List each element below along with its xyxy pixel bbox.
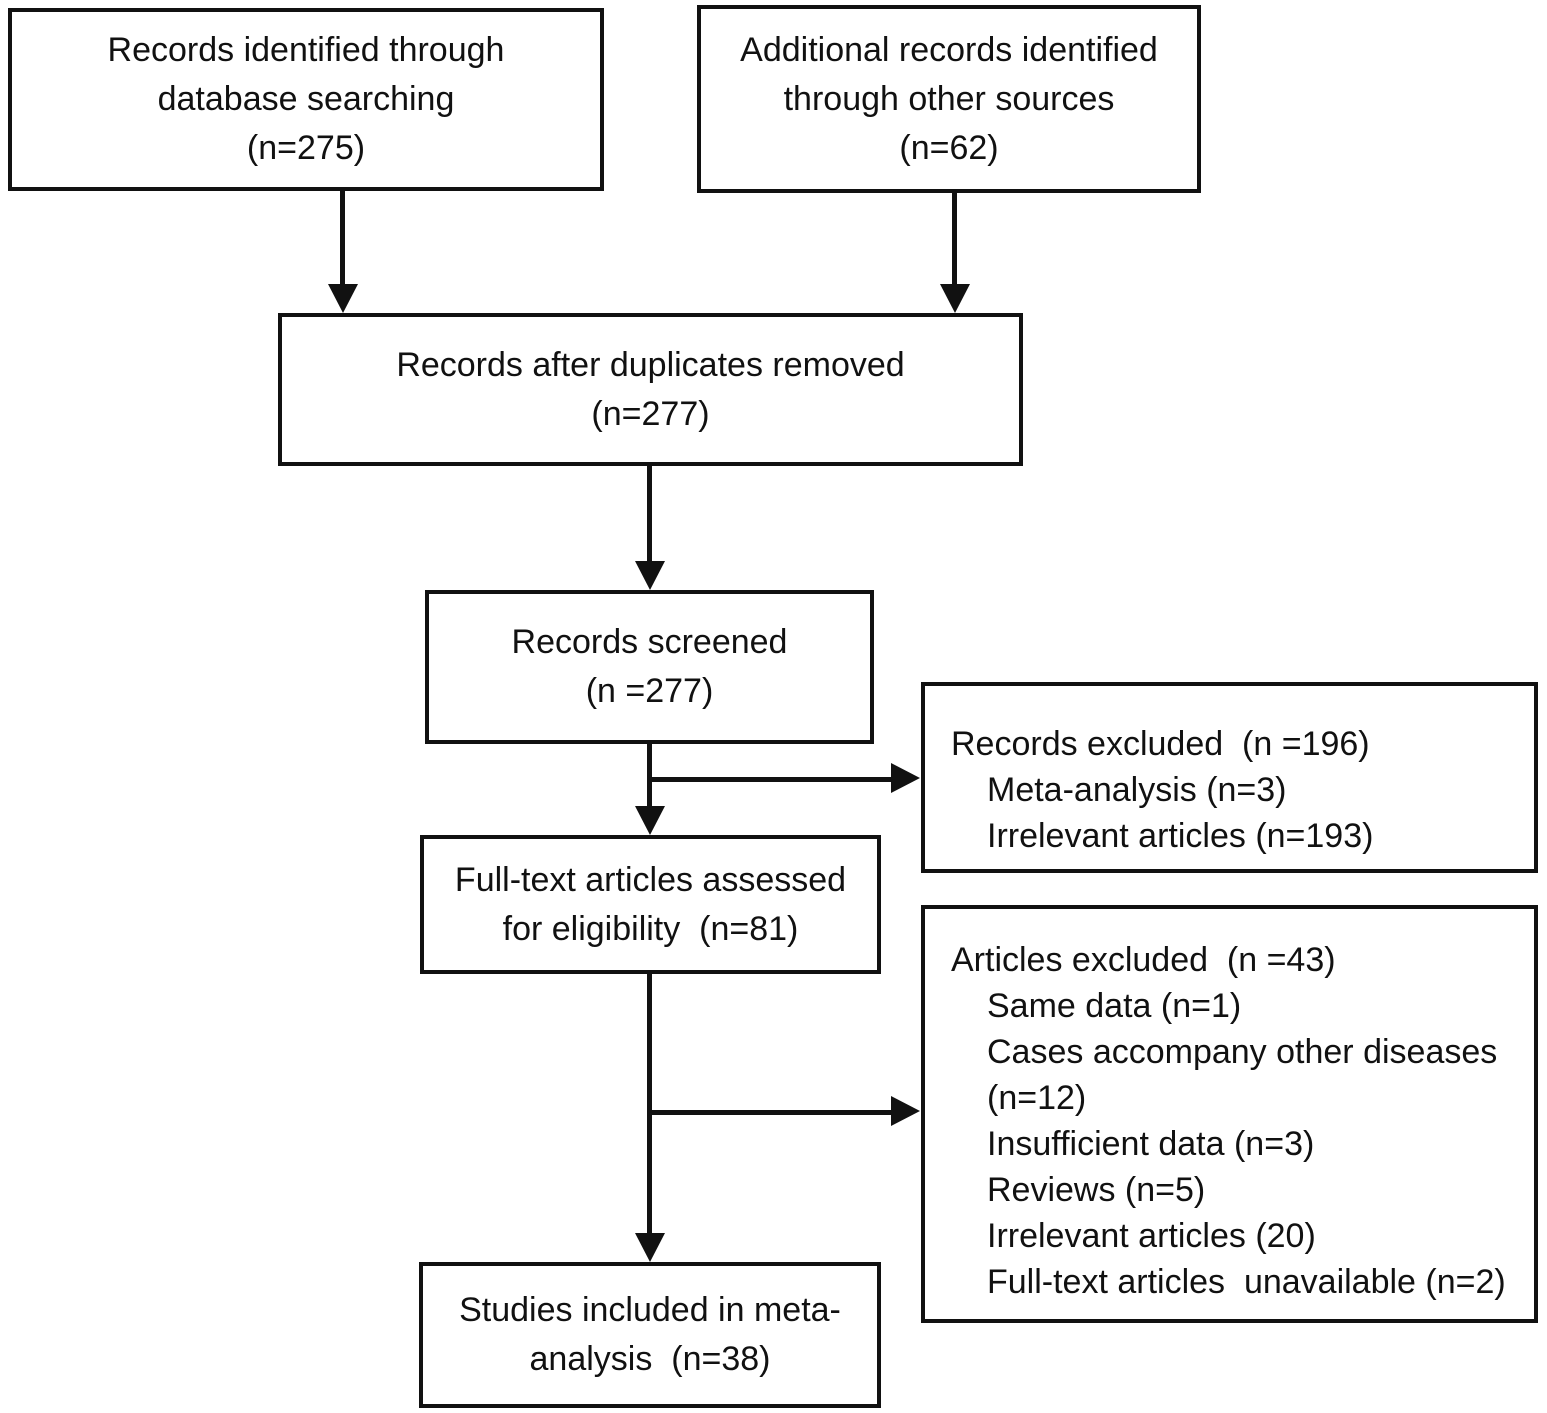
- box-line: Insufficient data (n=3): [987, 1125, 1315, 1163]
- arrow-shaft: [649, 777, 892, 782]
- arrow-shaft: [647, 973, 652, 1234]
- box-line: Records excluded (n =196): [951, 725, 1370, 763]
- box-line: (n=275): [246, 129, 366, 167]
- box-line: Articles excluded (n =43): [951, 941, 1336, 979]
- box-line: database searching: [157, 80, 455, 118]
- box-line: Same data (n=1): [987, 987, 1242, 1025]
- box-line: (n =277): [585, 672, 714, 710]
- box-additional-records: Additional records identified through ot…: [697, 5, 1201, 193]
- box-line: Records after duplicates removed: [396, 345, 905, 384]
- box-articles-excluded: Articles excluded (n =43) Same data (n=1…: [921, 905, 1538, 1323]
- box-records-screened: Records screened (n =277): [425, 590, 874, 744]
- box-line: Full-text articles unavailable (n=2): [987, 1263, 1506, 1301]
- box-line: Additional records identified: [740, 30, 1158, 69]
- arrow-shaft: [952, 192, 957, 285]
- box-records-identified: Records identified through database sear…: [8, 8, 604, 191]
- box-line: Full-text articles assessed: [454, 860, 847, 899]
- arrowhead-down-icon: [328, 284, 358, 313]
- arrow-shaft: [649, 1110, 892, 1115]
- box-line: Cases accompany other diseases: [987, 1033, 1498, 1071]
- box-line: Studies included in meta-: [459, 1291, 841, 1329]
- box-studies-included: Studies included in meta- analysis (n=38…: [419, 1262, 881, 1408]
- box-line: Meta-analysis (n=3): [987, 771, 1287, 809]
- box-line: analysis (n=38): [529, 1340, 771, 1378]
- box-line: Irrelevant articles (n=193): [987, 817, 1374, 855]
- box-line: for eligibility (n=81): [502, 909, 799, 948]
- arrow-shaft: [647, 743, 652, 807]
- box-records-excluded: Records excluded (n =196) Meta-analysis …: [921, 682, 1538, 873]
- box-line: through other sources: [783, 79, 1115, 118]
- box-line: Irrelevant articles (20): [987, 1217, 1316, 1255]
- box-line: (n=12): [987, 1079, 1087, 1117]
- box-line: Records screened: [511, 623, 788, 661]
- box-duplicates-removed: Records after duplicates removed (n=277): [278, 313, 1023, 466]
- box-line: (n=62): [899, 128, 999, 167]
- arrowhead-down-icon: [635, 561, 665, 590]
- box-line: Reviews (n=5): [987, 1171, 1206, 1209]
- arrowhead-down-icon: [940, 284, 970, 313]
- arrow-shaft: [647, 465, 652, 562]
- arrowhead-down-icon: [635, 1233, 665, 1262]
- arrow-shaft: [340, 190, 345, 285]
- box-line: (n=277): [591, 394, 710, 433]
- arrowhead-down-icon: [635, 806, 665, 835]
- arrowhead-right-icon: [891, 763, 920, 793]
- box-line: Records identified through: [107, 31, 505, 69]
- arrowhead-right-icon: [891, 1096, 920, 1126]
- box-fulltext-assessed: Full-text articles assessed for eligibil…: [420, 835, 881, 974]
